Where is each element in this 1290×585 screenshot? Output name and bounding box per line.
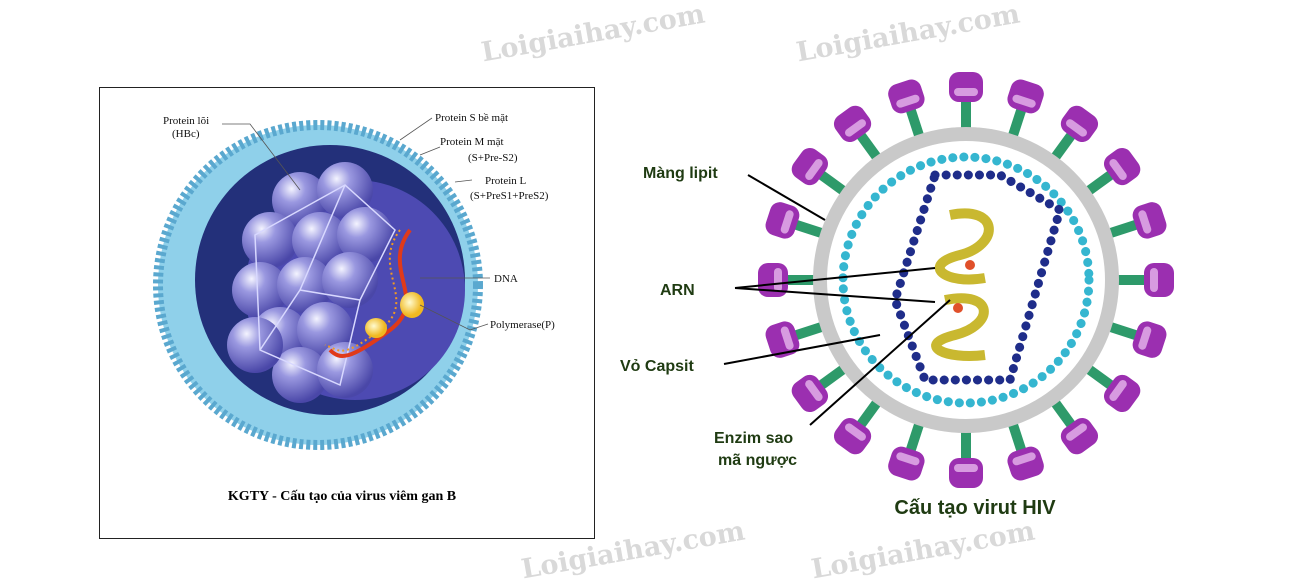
glycoprotein-spike <box>1048 396 1099 455</box>
core-protein-sphere <box>242 212 298 268</box>
label-core-protein: Protein lõi <box>163 115 209 127</box>
glycoprotein-spike <box>791 362 850 413</box>
core-protein-sphere <box>337 207 393 263</box>
glycoprotein-spike <box>1105 202 1167 240</box>
label-enzyme-line1: Enzim sao <box>714 430 793 447</box>
glycoprotein-spike <box>1006 79 1044 141</box>
label-l-protein: Protein L <box>485 175 527 187</box>
hbv-virus-illustration <box>153 120 483 450</box>
hbv-diagram-frame <box>99 87 595 539</box>
label-polymerase: Polymerase(P) <box>490 319 555 331</box>
reverse-transcriptase <box>965 260 975 270</box>
glycoprotein-spike <box>1105 320 1167 358</box>
capsid <box>890 170 1065 385</box>
dna-helix <box>328 228 412 358</box>
hbv-caption: KGTY - Cấu tạo của virus viêm gan B <box>228 489 456 504</box>
glycoprotein-spike <box>833 105 884 164</box>
label-dna: DNA <box>494 273 518 285</box>
hiv-virus-illustration <box>758 72 1174 488</box>
glycoprotein-spike <box>1006 419 1044 481</box>
glycoprotein-spike <box>888 419 926 481</box>
label-capsid: Vỏ Capsit <box>620 358 694 375</box>
hiv-caption: Cấu tạo virut HIV <box>894 497 1056 519</box>
glycoprotein-spike <box>888 79 926 141</box>
core-protein-sphere <box>322 252 378 308</box>
glycoprotein-spike <box>765 202 827 240</box>
reverse-transcriptase <box>953 303 963 313</box>
core-protein-sphere <box>277 257 333 313</box>
glycoprotein-spike <box>1114 263 1174 297</box>
core-protein-sphere <box>317 342 373 398</box>
label-enzyme-line2: mã ngược <box>718 452 797 469</box>
glycoprotein-spike <box>833 396 884 455</box>
core-protein-sphere <box>227 317 283 373</box>
label-core-protein-sub: (HBc) <box>172 128 200 140</box>
label-s-protein: Protein S bề mặt <box>435 112 508 124</box>
glycoprotein-spike <box>791 147 850 198</box>
label-rna: ARN <box>660 282 695 299</box>
diagram-canvas: Protein lõi (HBc) Protein S bề mặt Prote… <box>153 72 1174 519</box>
rna-strand <box>931 293 989 361</box>
label-lipid-membrane: Màng lipit <box>643 165 718 182</box>
glycoprotein-spike <box>949 428 983 488</box>
glycoprotein-spike <box>1082 147 1141 198</box>
core-protein-sphere <box>232 262 288 318</box>
hbv-leader-lines <box>222 117 490 331</box>
core-protein-sphere <box>292 212 348 268</box>
matrix-layer <box>838 152 1094 408</box>
glycoprotein-spike <box>758 263 818 297</box>
glycoprotein-spike <box>949 72 983 132</box>
label-l-protein-sub: (S+PreS1+PreS2) <box>470 190 549 202</box>
icosahedral-lines <box>254 184 396 387</box>
hiv-arrows <box>723 174 951 426</box>
rna-strand <box>934 208 994 285</box>
core-protein-sphere <box>317 162 373 218</box>
polymerase-shape <box>400 292 424 318</box>
label-m-protein: Protein M mặt <box>440 136 504 148</box>
label-m-protein-sub: (S+Pre-S2) <box>468 152 518 164</box>
glycoprotein-spike <box>1048 105 1099 164</box>
glycoprotein-spike <box>1082 362 1141 413</box>
glycoprotein-spike <box>765 320 827 358</box>
